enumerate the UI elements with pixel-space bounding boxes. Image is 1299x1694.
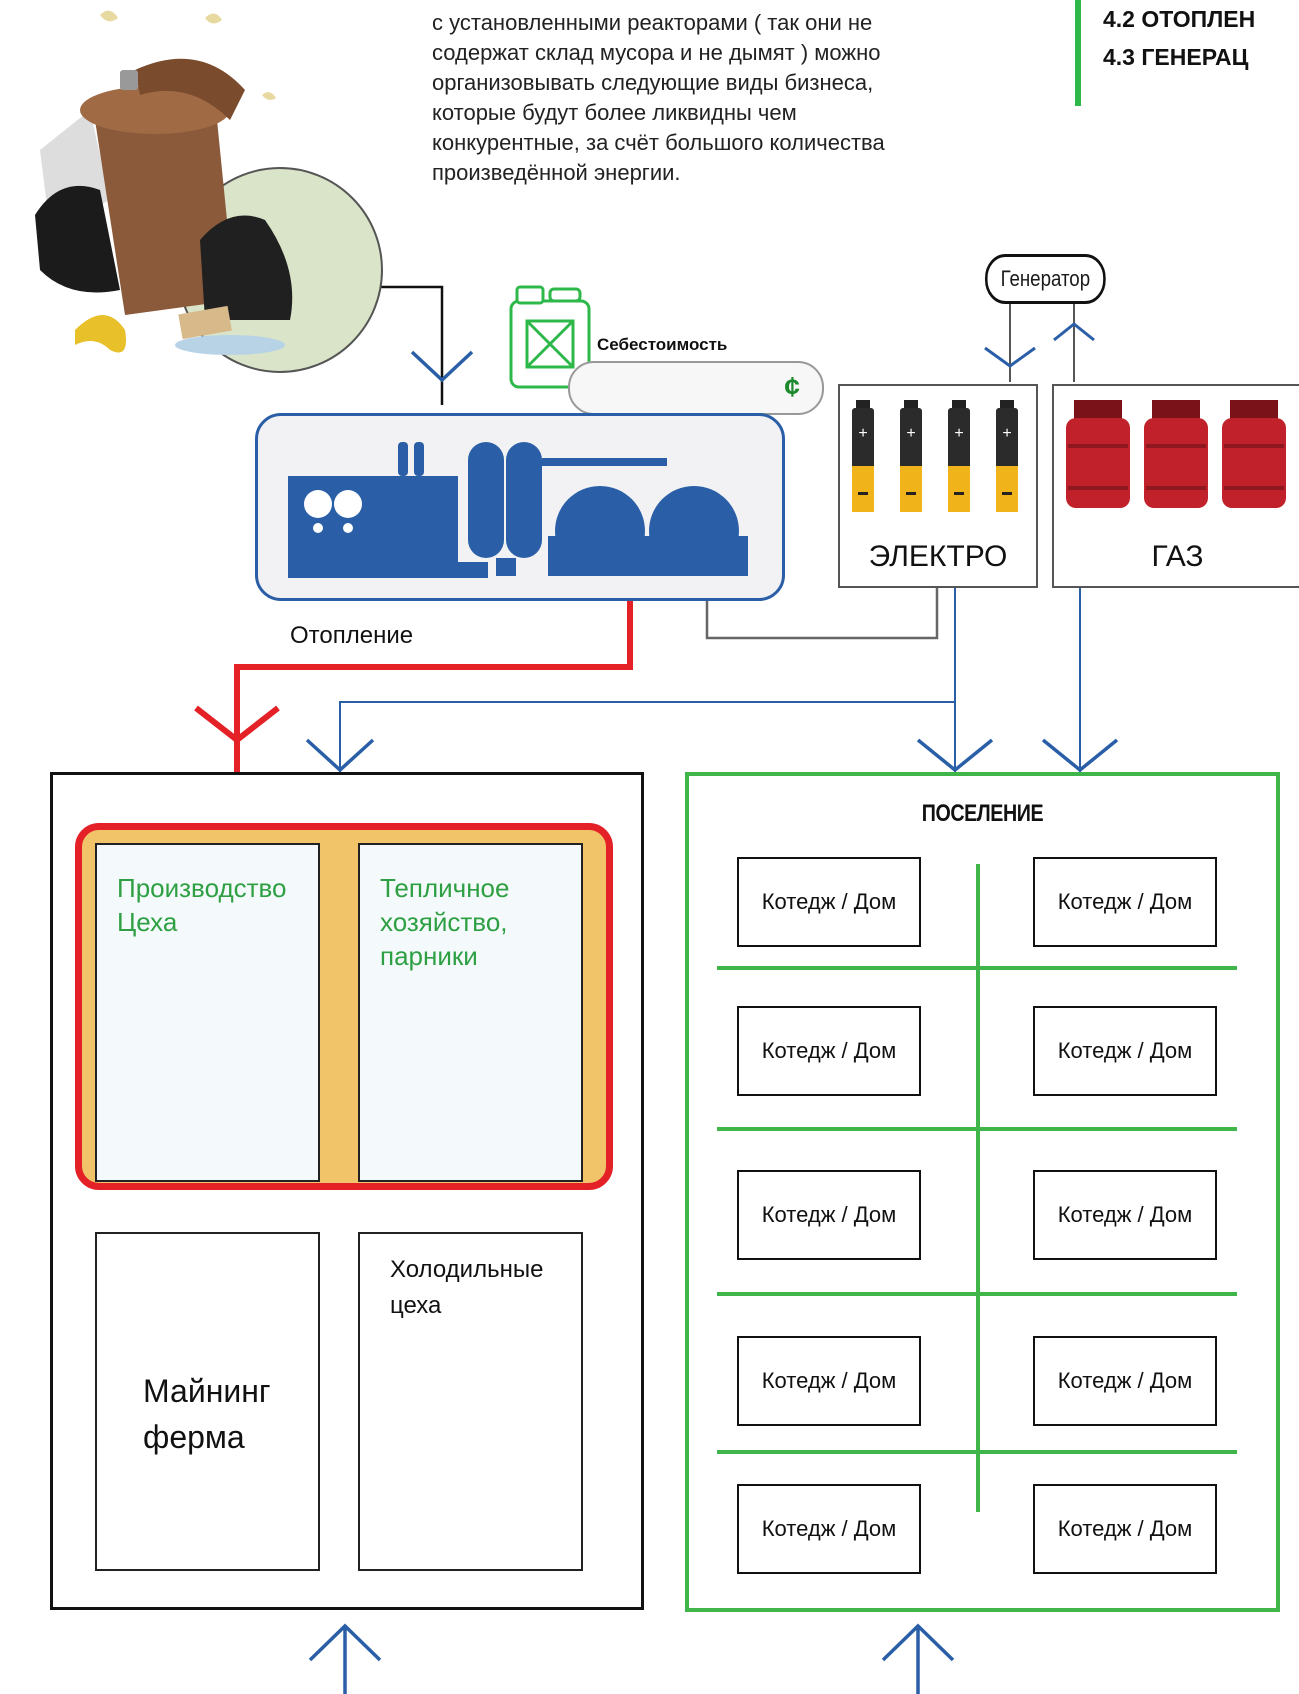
mining-farm-cell: Майнинг ферма: [95, 1232, 320, 1571]
generator-electro-arrow: [984, 346, 1036, 368]
currency-icon: ¢: [784, 371, 800, 402]
generator-node: Генератор: [985, 254, 1106, 304]
settlement-grid: [717, 864, 1237, 1512]
cold-workshops-cell: Холодильные цеха: [358, 1232, 583, 1571]
fuel-canister-icon: [509, 285, 591, 389]
enterprise-bottom-arrow: [308, 1623, 382, 1694]
greenhouse-label: Тепличное хозяйство, парники: [380, 873, 510, 971]
house-plot: Котедж / Дом: [1033, 1484, 1217, 1574]
svg-text:+: +: [858, 425, 867, 442]
waste-feed-arrow: [410, 350, 474, 383]
cold-workshops-label: Холодильные цеха: [390, 1256, 544, 1319]
production-workshops-cell: Производство Цеха: [95, 843, 320, 1182]
menu-item-generation[interactable]: 4.3 ГЕНЕРАЦ: [1103, 44, 1249, 70]
electro-enterprise-line: [339, 585, 956, 772]
heating-line: [234, 597, 633, 830]
house-plot: Котедж / Дом: [1033, 1336, 1217, 1426]
gas-generator-arrow: [1053, 322, 1095, 342]
electro-label: ЭЛЕКТРО: [868, 540, 1008, 573]
settlement-title: ПОСЕЛЕНИЕ: [921, 800, 1044, 827]
heating-label: Отопление: [290, 622, 414, 649]
heating-arrow: [194, 705, 280, 744]
electro-settlement-arrow: [916, 738, 994, 773]
cost-field[interactable]: ¢: [568, 361, 824, 415]
mining-farm-label: Майнинг ферма: [143, 1373, 271, 1455]
greenhouse-cell: Тепличное хозяйство, парники: [358, 843, 583, 1182]
gas-label: ГАЗ: [1151, 540, 1204, 573]
electro-resource: + ЭЛЕКТРО: [838, 384, 1038, 588]
menu-item-heating[interactable]: 4.2 ОТОПЛЕН: [1103, 6, 1256, 32]
house-plot: Котедж / Дом: [1033, 1006, 1217, 1096]
house-plot: Котедж / Дом: [737, 1336, 921, 1426]
reactor-plant: [255, 413, 785, 601]
reactor-plant-icon: [288, 442, 748, 578]
production-workshops-label: Производство Цеха: [117, 873, 287, 937]
cost-label: Себестоимость: [597, 335, 728, 354]
intro-text: с установленными реакторами ( так они не…: [432, 10, 885, 185]
gas-settlement-arrow: [1041, 738, 1119, 773]
house-plot: Котедж / Дом: [737, 1006, 921, 1096]
electro-enterprise-arrow: [305, 738, 375, 773]
reactor-electro-line: [705, 585, 939, 640]
house-plot: Котедж / Дом: [1033, 857, 1217, 947]
settlement-bottom-arrow: [881, 1623, 955, 1694]
house-plot: Котедж / Дом: [737, 1484, 921, 1574]
gas-cylinder-icon: [1066, 400, 1286, 508]
house-plot: Котедж / Дом: [737, 857, 921, 947]
section-menu: 4.2 ОТОПЛЕН 4.3 ГЕНЕРАЦ: [1075, 0, 1299, 106]
battery-icon: +: [852, 400, 1018, 512]
trash-can-illustration: [35, 10, 383, 373]
house-plot: Котедж / Дом: [737, 1170, 921, 1260]
house-plot: Котедж / Дом: [1033, 1170, 1217, 1260]
waste-feed-line: [380, 285, 444, 405]
gas-resource: ГАЗ: [1052, 384, 1299, 588]
